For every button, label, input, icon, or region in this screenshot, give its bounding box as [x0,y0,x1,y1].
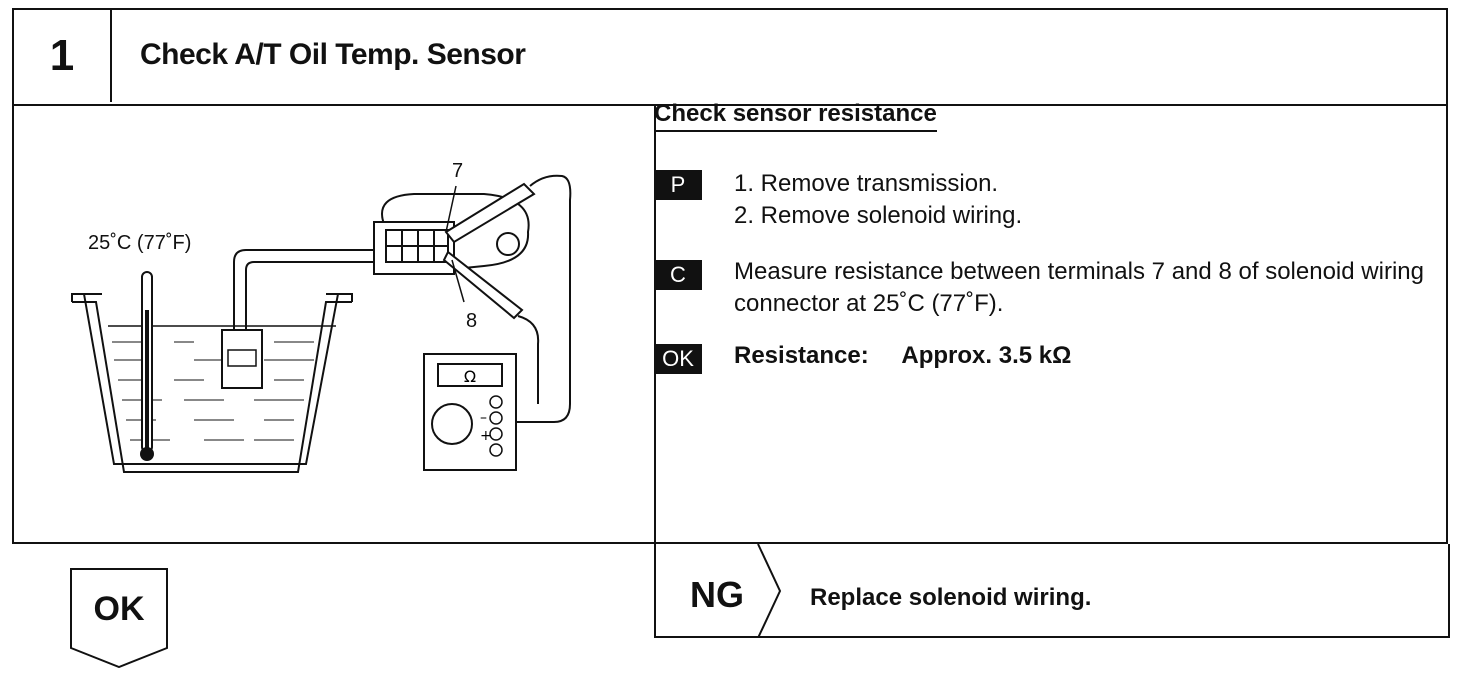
section-title: Check sensor resistance [654,100,937,132]
result-label: Resistance: [734,342,869,369]
terminal-7-label: 7 [452,160,464,182]
test-illustration: Ω – + 25˚C (77˚F) 7 8 [14,104,654,542]
prep-tag: P [654,170,702,200]
prep-steps: 1. Remove transmission. 2. Remove soleno… [734,168,1424,232]
ng-outcome-box: NG Replace solenoid wiring. [654,544,1450,638]
check-text: Measure resistance between terminals 7 a… [734,258,1424,317]
terminal-8-label: 8 [466,310,478,332]
column-divider [654,104,656,542]
result-line: Resistance: Approx. 3.5 kΩ [734,340,1424,372]
ng-outcome-label: NG [690,574,744,615]
temperature-label: 25˚C (77˚F) [88,232,192,254]
ok-tag: OK [654,344,702,374]
prep-block: P 1. Remove transmission. 2. Remove sole… [654,168,1424,238]
step-number: 1 [14,10,112,102]
step-header: 1 Check A/T Oil Temp. Sensor [14,10,1446,106]
ng-action-text: Replace solenoid wiring. [810,584,1092,611]
meter-minus-label: – [480,410,487,426]
meter-ohm-symbol: Ω [464,367,476,386]
ok-arrow-icon [70,568,168,668]
prep-step-2: 2. Remove solenoid wiring. [734,202,1023,229]
check-block: C Measure resistance between terminals 7… [654,256,1424,326]
result-value: Approx. 3.5 kΩ [901,342,1072,369]
ng-chevron-icon [757,544,782,638]
meter-plus-label: + [480,428,492,444]
procedure-frame: 1 Check A/T Oil Temp. Sensor [12,8,1448,544]
ok-outcome-label: OK [93,590,145,628]
procedure-text: Check sensor resistance P 1. Remove tran… [654,100,1424,374]
result-block: OK Resistance: Approx. 3.5 kΩ [654,340,1424,376]
check-tag: C [654,260,702,290]
sensor-test-diagram: Ω – + [71,174,572,473]
step-title: Check A/T Oil Temp. Sensor [140,38,526,71]
prep-step-1: 1. Remove transmission. [734,170,999,197]
